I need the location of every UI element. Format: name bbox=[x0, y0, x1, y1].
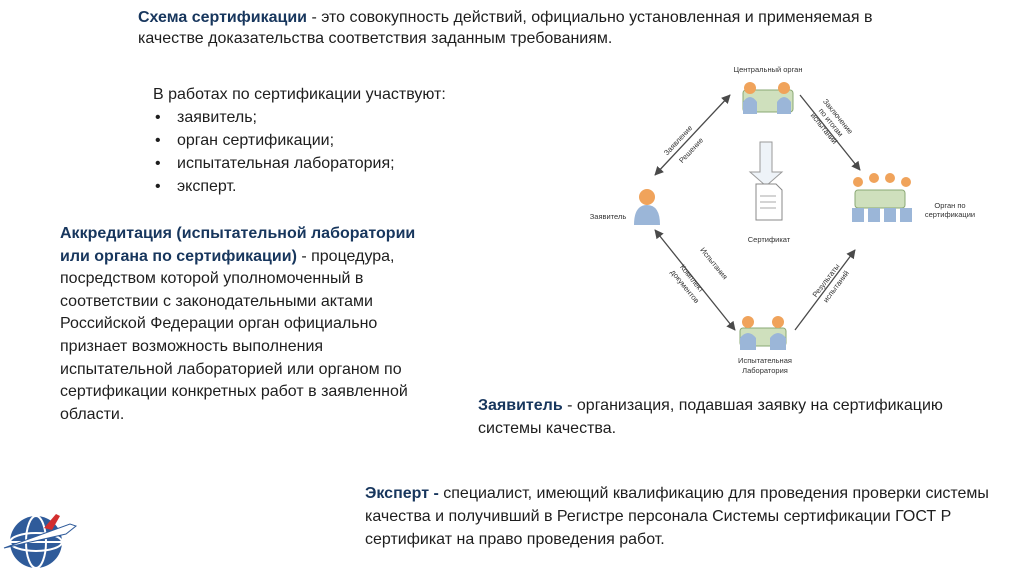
expert-definition: Эксперт - специалист, имеющий квалификац… bbox=[365, 482, 1020, 551]
certification-diagram: Центральный орган Сертификат Заявитель О… bbox=[590, 65, 975, 375]
arrow-central-to-applicant bbox=[654, 94, 731, 176]
arrow-central-to-cert-body bbox=[799, 94, 861, 171]
applicant-term: Заявитель bbox=[478, 397, 563, 414]
lab-icon bbox=[739, 316, 787, 350]
accreditation-term: Аккредитация (испытательной лаборатории … bbox=[60, 225, 416, 265]
node-central-label: Центральный орган bbox=[734, 65, 803, 74]
list-item: орган сертификации; bbox=[153, 129, 533, 152]
scheme-definition: Схема сертификации - это совокупность де… bbox=[138, 7, 898, 49]
expert-dash: - bbox=[429, 485, 444, 502]
participants-block: В работах по сертификации участвуют: зая… bbox=[153, 83, 533, 198]
list-item: заявитель; bbox=[153, 106, 533, 129]
node-cert-body-label-2: сертификации bbox=[925, 210, 975, 219]
applicant-definition: Заявитель - организация, подавшая заявку… bbox=[478, 394, 948, 440]
arrow-applicant-to-lab bbox=[654, 229, 736, 331]
certificate-icon bbox=[748, 141, 784, 221]
central-body-icon bbox=[742, 82, 794, 114]
node-lab-label-1: Испытательная bbox=[738, 356, 792, 365]
diagram-arrows bbox=[654, 94, 861, 331]
participants-intro: В работах по сертификации участвуют: bbox=[153, 86, 446, 103]
scheme-text: - это совокупность действий, официально … bbox=[138, 9, 873, 47]
expert-text: специалист, имеющий квалификацию для про… bbox=[365, 485, 989, 548]
expert-term: Эксперт bbox=[365, 485, 430, 502]
applicant-icon bbox=[634, 189, 660, 225]
list-item: испытательная лаборатория; bbox=[153, 152, 533, 175]
globe-airplane-logo-icon bbox=[3, 514, 78, 569]
node-cert-body-label-1: Орган по bbox=[934, 201, 965, 210]
list-item: эксперт. bbox=[153, 175, 533, 198]
node-certificate-label: Сертификат bbox=[748, 235, 791, 244]
accreditation-definition: Аккредитация (испытательной лаборатории … bbox=[60, 223, 430, 426]
applicant-text: - организация, подавшая заявку на сертиф… bbox=[478, 397, 943, 437]
node-lab-label-2: Лаборатория bbox=[742, 366, 788, 375]
scheme-term: Схема сертификации bbox=[138, 9, 307, 26]
cert-body-icon bbox=[852, 173, 912, 222]
arrow-lab-to-cert-body bbox=[794, 249, 856, 331]
node-applicant-label: Заявитель bbox=[590, 212, 627, 221]
participants-list: заявитель; орган сертификации; испытател… bbox=[153, 106, 533, 198]
edge-tests-label: Испытания bbox=[698, 246, 729, 282]
accreditation-text: - процедура, посредством которой уполном… bbox=[60, 247, 408, 423]
